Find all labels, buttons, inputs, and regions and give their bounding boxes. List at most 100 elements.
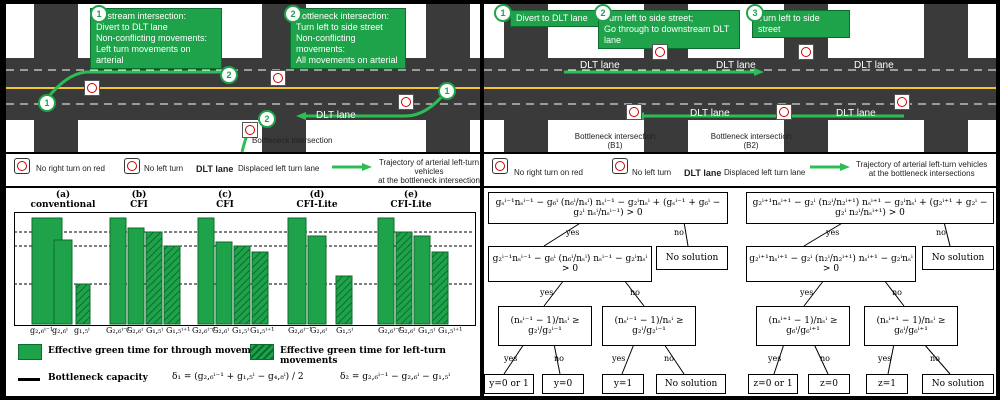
bottleneck-b2-label: Bottleneck intersection (B2) bbox=[706, 132, 796, 150]
yes-label: yes bbox=[612, 354, 626, 363]
flow-left-outcome-3: y=1 bbox=[602, 374, 644, 394]
chart-id: (d) bbox=[309, 190, 325, 200]
flow-left-ineq-1: (nₛⁱ⁻¹ − 1)/nₛⁱ ≥ g₂ⁱ/g₂ⁱ⁻¹ bbox=[498, 306, 592, 346]
green-time-bar bbox=[335, 275, 353, 325]
no-label: no bbox=[554, 354, 564, 363]
yes-label: yes bbox=[800, 288, 814, 297]
no-label: no bbox=[674, 228, 684, 237]
side-street-4 bbox=[924, 4, 968, 152]
cfi-road-diagram: DLT lane DLT lane Upstream intersection:… bbox=[6, 4, 480, 152]
dlt-lane-label: DLT lane bbox=[836, 108, 876, 119]
flow-left-outcome-2: y=0 bbox=[542, 374, 584, 394]
callout-line: Turn left to side street bbox=[758, 13, 820, 34]
callout-turn-side: Turn left to side street bbox=[752, 10, 850, 38]
flow-right-outcome-1: z=0 or 1 bbox=[748, 374, 798, 394]
callout-line: Turn left to side street; bbox=[604, 13, 694, 23]
side-street-1 bbox=[504, 4, 548, 152]
no-rtor-label: No right turn on red bbox=[514, 168, 583, 177]
xlabel: g₂,₆ⁱ⁻¹ bbox=[30, 326, 54, 335]
callout-line: Divert to DLT lane bbox=[96, 22, 168, 32]
xlabel: G₁,₅ⁱ bbox=[418, 326, 435, 335]
legend-strip-right: No right turn on red No left turn DLT la… bbox=[484, 154, 996, 186]
callout-upstream: Upstream intersection: Divert to DLT lan… bbox=[90, 8, 222, 69]
green-time-bar bbox=[145, 231, 163, 325]
bottleneck-b1-label: Bottleneck intersection (B1) bbox=[570, 132, 660, 150]
label-line: (B2) bbox=[743, 141, 759, 150]
dlt-lane-label-lower: DLT lane bbox=[316, 110, 356, 121]
no-label: no bbox=[936, 228, 946, 237]
label-line: Trajectory of arterial left-turn vehicle… bbox=[856, 160, 988, 169]
xlabel: G₂,₆ⁱ⁻¹ bbox=[106, 326, 131, 335]
flow-left-no-solution-1: No solution bbox=[656, 246, 728, 270]
no-label: no bbox=[820, 354, 830, 363]
yes-label: yes bbox=[504, 354, 518, 363]
no-left-turn-sign bbox=[84, 80, 100, 96]
flow-left-outcome-1: y=0 or 1 bbox=[484, 374, 534, 394]
flow-right-condition-2: g₂ⁱ⁺¹nₛⁱ⁺¹ − g₂ⁱ (n₂ⁱ/n₂ⁱ⁺¹) nₛⁱ⁺¹ − g₂ⁱ… bbox=[746, 246, 916, 282]
green-time-bar bbox=[377, 217, 395, 325]
step-number-1: 1 bbox=[90, 5, 108, 23]
dlt-lane-label: DLT lane bbox=[854, 60, 894, 71]
xlabel: g₁,₅ⁱ bbox=[74, 326, 90, 335]
flow-left-condition-1: gₛⁱ⁻¹nₛⁱ⁻¹ − g₆ⁱ (n₆ⁱ/nₛⁱ) nₛⁱ⁻¹ − g₂ⁱnₛ… bbox=[488, 192, 728, 224]
green-time-charts: (a)conventional (b)CFI (c)CFI (d) CFI-Lit… bbox=[6, 188, 480, 396]
legend-strip-left: No right turn on red No left turn DLT la… bbox=[6, 154, 480, 186]
no-left-turn-sign bbox=[626, 104, 642, 120]
green-time-bar bbox=[197, 217, 215, 325]
chart-head-a: (a)conventional bbox=[28, 190, 98, 210]
cfi-lite-road-diagram: DLT lane DLT lane DLT lane DLT lane DLT … bbox=[484, 4, 996, 152]
green-time-bar bbox=[251, 251, 269, 325]
dlt-lane-label: DLT lane bbox=[690, 108, 730, 119]
no-left-label: No left turn bbox=[144, 164, 184, 173]
chart-name: CFI bbox=[216, 200, 234, 210]
flow-left-ineq-2: (nₛⁱ⁻¹ − 1)/nₛⁱ ≥ g₂ⁱ/g₂ⁱ⁻¹ bbox=[602, 306, 696, 346]
xlabel: G₁,₅ⁱ⁺¹ bbox=[438, 326, 463, 335]
dlt-key: DLT lane bbox=[684, 168, 722, 178]
chart-frame bbox=[14, 212, 476, 326]
dlt-key: DLT lane bbox=[196, 164, 234, 174]
yes-label: yes bbox=[540, 288, 554, 297]
no-left-turn-sign bbox=[652, 44, 668, 60]
xlabel: G₁,₅ⁱ bbox=[232, 326, 249, 335]
left-turn-swatch bbox=[250, 344, 274, 360]
label-line: Bottleneck intersection bbox=[710, 132, 792, 141]
callout-line: Bottleneck intersection: bbox=[296, 11, 390, 21]
no-right-on-red-icon bbox=[492, 158, 508, 174]
no-left-turn-sign bbox=[270, 70, 286, 86]
label-line: at the bottleneck intersections bbox=[868, 169, 975, 178]
chart-head-b: (b)CFI bbox=[104, 190, 174, 210]
flow-right-ineq-1: (nₛⁱ⁺¹ − 1)/nₛⁱ ≥ g₆ⁱ/g₆ⁱ⁺¹ bbox=[756, 306, 850, 346]
no-left-turn-sign bbox=[398, 94, 414, 110]
xlabel: G₁,₅ⁱ⁺¹ bbox=[166, 326, 191, 335]
flow-right-outcome-2: z=0 bbox=[808, 374, 850, 394]
green-time-bar bbox=[163, 245, 181, 325]
step-number-1: 1 bbox=[494, 4, 512, 22]
xlabel: G₂,₆ⁱ⁻¹ bbox=[288, 326, 313, 335]
chart-name: CFI-Lite bbox=[390, 200, 432, 210]
green-time-bar bbox=[109, 217, 127, 325]
step-number-2: 2 bbox=[284, 5, 302, 23]
callout-bottleneck: Bottleneck intersection: Turn left to si… bbox=[290, 8, 406, 69]
no-label: no bbox=[930, 354, 940, 363]
legend-left: Effective green time for left-turn movem… bbox=[280, 346, 446, 366]
callout-line: All movements on arterial bbox=[296, 55, 398, 65]
legend-through: Effective green time for through movemen… bbox=[48, 346, 273, 356]
xlabel: G₂,₆ⁱ bbox=[310, 326, 327, 335]
green-time-bars bbox=[14, 217, 474, 325]
xlabel: G₁,₅ⁱ⁺¹ bbox=[250, 326, 275, 335]
xlabel: G₂,₆ⁱ⁻¹ bbox=[378, 326, 403, 335]
flow-left-outcome-4: No solution bbox=[656, 374, 726, 394]
legend-capacity: Bottleneck capacity bbox=[48, 373, 148, 383]
flow-right-ineq-2: (nₛⁱ⁺¹ − 1)/nₛⁱ ≥ g₆ⁱ/g₆ⁱ⁺¹ bbox=[864, 306, 958, 346]
chart-id: (c) bbox=[218, 190, 232, 200]
callout-turn-go: Turn left to side street; Go through to … bbox=[598, 10, 740, 49]
flow-right-condition-1: g₂ⁱ⁺¹nₛⁱ⁺¹ − g₂ⁱ (n₂ⁱ/n₂ⁱ⁺¹) nₛⁱ⁺¹ − g₂ⁱ… bbox=[746, 192, 994, 224]
xlabel: G₂,₆ⁱ bbox=[398, 326, 415, 335]
step-marker-2b: 2 bbox=[258, 110, 276, 128]
no-left-turn-sign bbox=[798, 44, 814, 60]
chart-id: (e) bbox=[403, 190, 419, 200]
no-label: no bbox=[664, 354, 674, 363]
flow-right-no-solution-1: No solution bbox=[922, 246, 994, 270]
callout-line: Go through to downstream DLT lane bbox=[604, 24, 730, 45]
dlt-desc: Displaced left turn lane bbox=[238, 164, 320, 173]
